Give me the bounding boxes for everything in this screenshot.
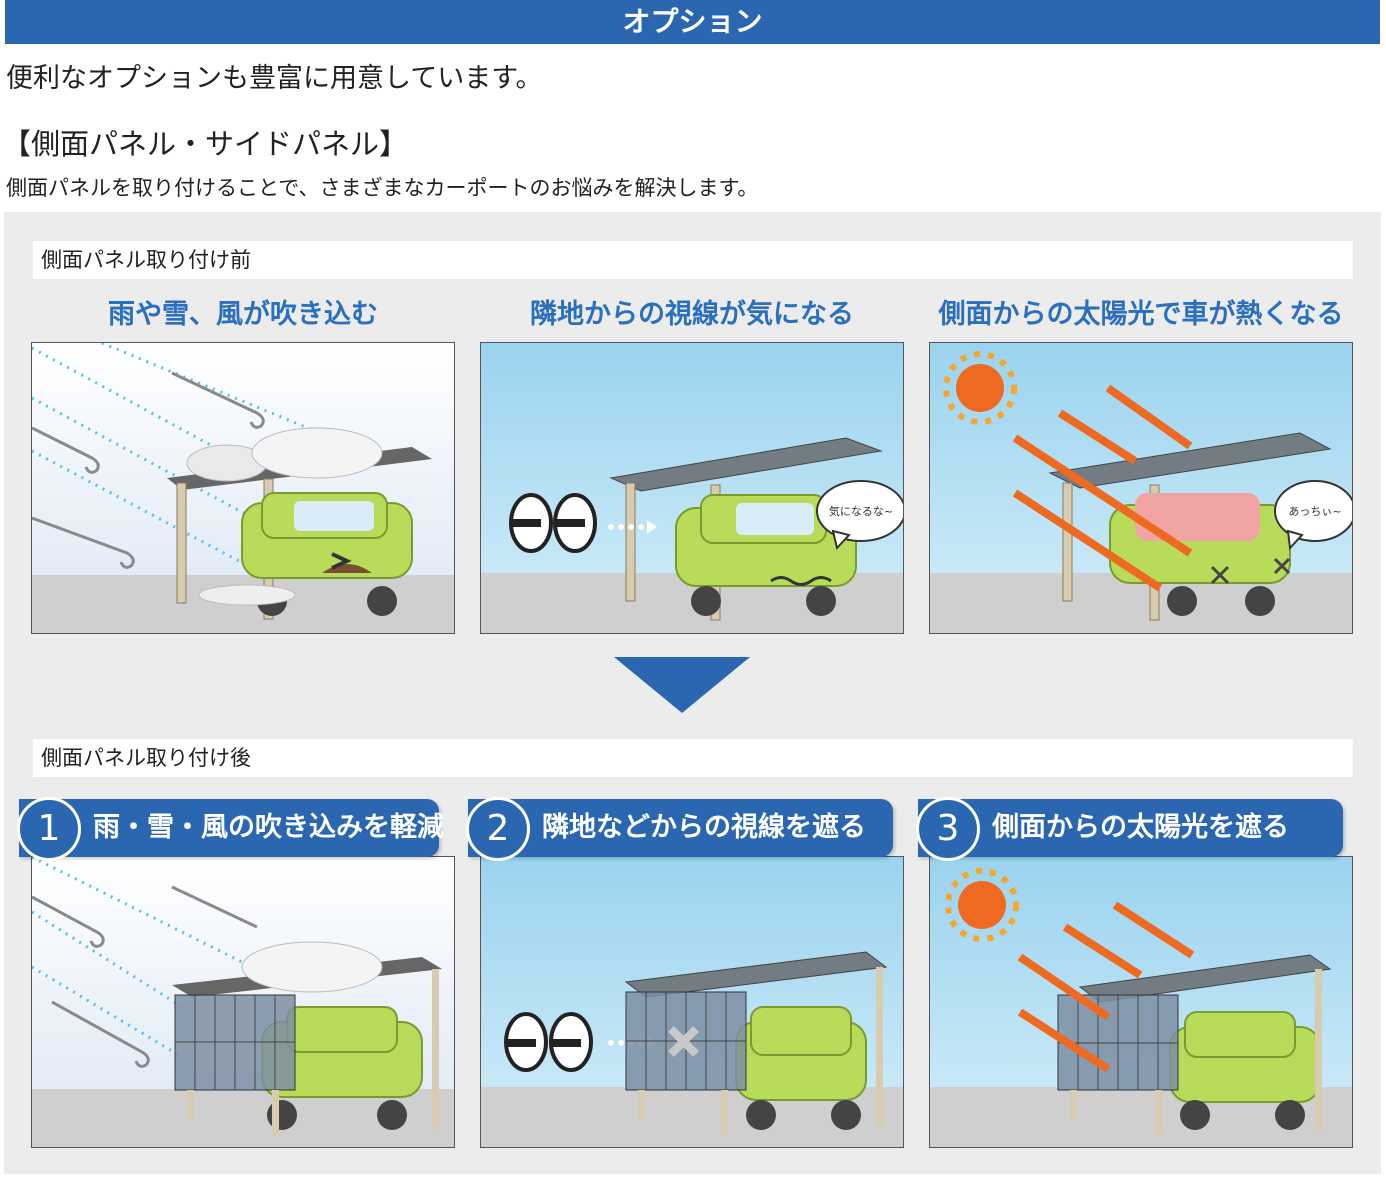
car-icon [735, 1006, 867, 1130]
intro-text: 便利なオプションも豊富に用意しています。 [6, 63, 543, 94]
section-title: 【側面パネル・サイドパネル】 [2, 127, 409, 161]
benefit-pill-3: 3 側面からの太陽光を遮る [916, 797, 1343, 861]
rain-lines [32, 343, 333, 570]
benefit-pill-2: 2 隣地などからの視線を遮る [466, 797, 893, 861]
section-description: 側面パネルを取り付けることで、さまざまなカーポートのお悩みを解決します。 [6, 176, 759, 200]
before-panel-sun: あっちぃ~ [929, 342, 1353, 634]
before-caption-2: 隣地からの視線が気になる [530, 299, 854, 330]
header-bar: オプション [5, 0, 1380, 44]
after-panel-rain [31, 856, 455, 1148]
bubble-text: あっちぃ~ [1288, 505, 1341, 518]
sun-icon [945, 868, 1019, 942]
before-caption-3: 側面からの太陽光で車が熱くなる [938, 299, 1344, 330]
number-badge: 2 [466, 797, 530, 861]
sun-rays [1017, 901, 1195, 1073]
benefit-text: 側面からの太陽光を遮る [992, 812, 1289, 843]
after-panel-gaze [480, 856, 904, 1148]
car-icon [261, 1006, 423, 1130]
blocked-x-icon [668, 1026, 699, 1057]
before-panel-gaze: 気になるな~ [480, 342, 904, 634]
gaze-arrow-icon [608, 520, 657, 534]
before-caption-1: 雨や雪、風が吹き込む [108, 299, 378, 330]
car-icon [675, 494, 857, 616]
benefit-text: 隣地などからの視線を遮る [542, 812, 866, 843]
benefit-text: 雨・雪・風の吹き込みを軽減 [93, 812, 444, 843]
number-badge: 3 [916, 797, 980, 861]
car-icon [1169, 1011, 1321, 1130]
bubble-text: 気になるな~ [829, 504, 893, 518]
before-label: 側面パネル取り付け前 [33, 241, 1353, 279]
before-panel-rain [31, 342, 455, 634]
wind-icon [32, 885, 258, 1068]
wind-icon [32, 371, 265, 569]
number-badge: 1 [17, 797, 81, 861]
sun-icon [943, 351, 1017, 425]
down-arrow-icon [614, 657, 750, 713]
speech-bubble [1274, 480, 1352, 551]
car-icon [1109, 493, 1291, 616]
header-title: オプション [622, 5, 763, 38]
after-label: 側面パネル取り付け後 [33, 739, 1353, 777]
benefit-pill-1: 1 雨・雪・風の吹き込みを軽減 [17, 797, 444, 861]
after-panel-sun [929, 856, 1353, 1148]
sun-rays [1012, 384, 1193, 592]
speech-bubble [816, 480, 903, 551]
